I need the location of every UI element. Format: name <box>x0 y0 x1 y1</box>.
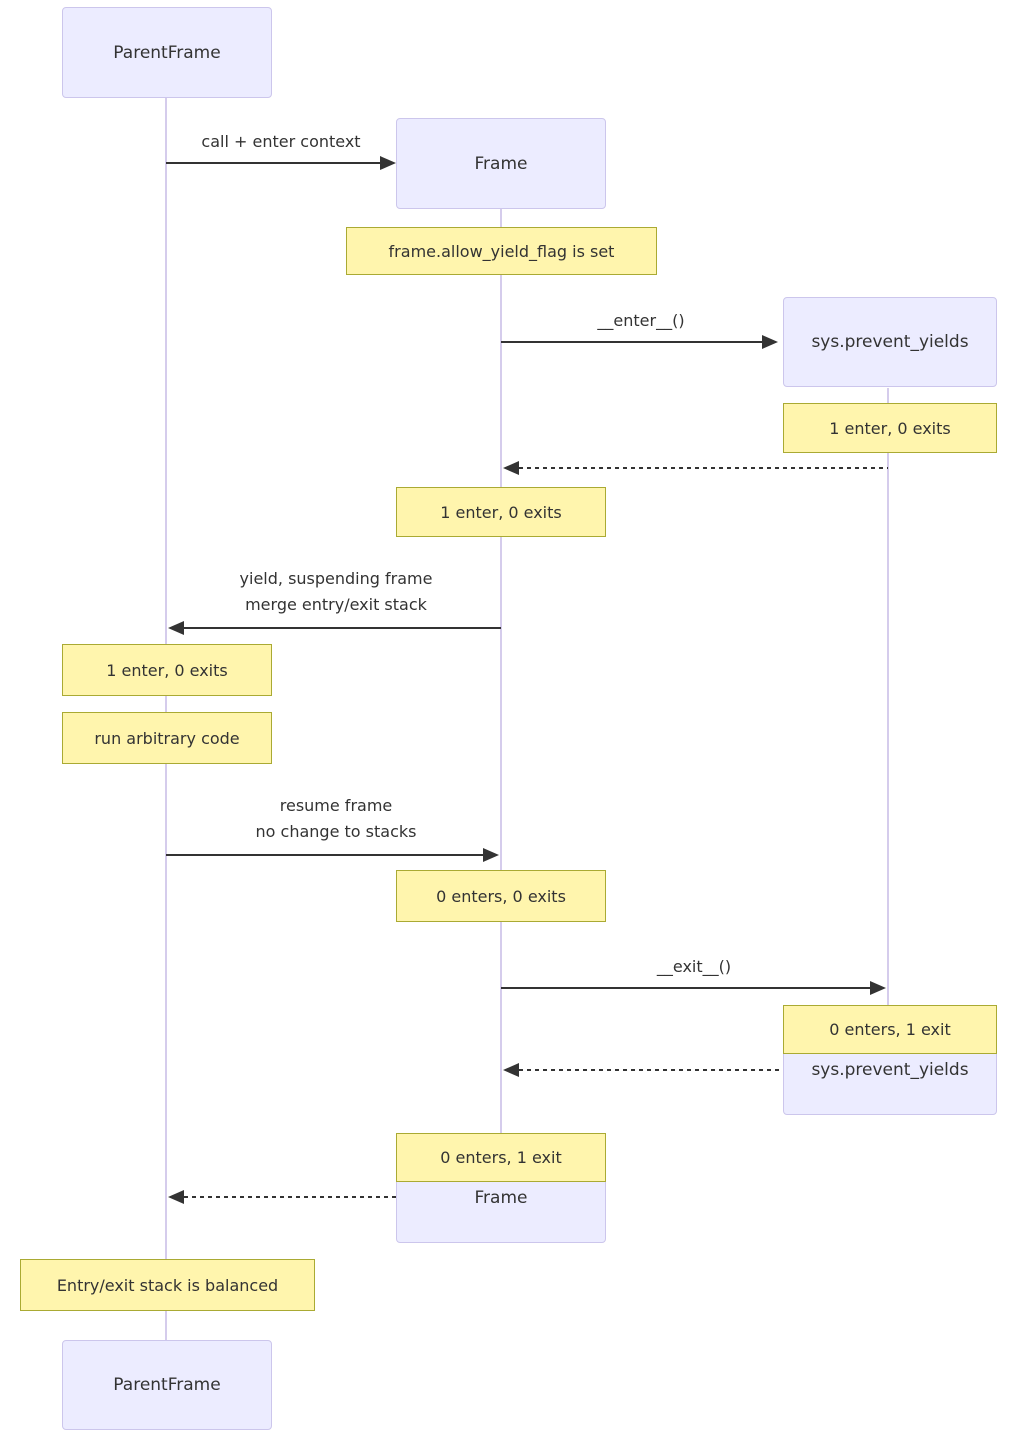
message-yield: yield, suspending frame merge entry/exit… <box>240 566 433 618</box>
note-sys-after-exit: 0 enters, 1 exit <box>783 1005 997 1054</box>
message-resume-line2: no change to stacks <box>255 822 417 841</box>
arrow-yield <box>184 627 501 629</box>
note-frame-after-exit: 0 enters, 1 exit <box>396 1133 606 1182</box>
note-frame-after-resume: 0 enters, 0 exits <box>396 870 606 922</box>
lifeline-sys-prevent-yields <box>887 388 889 1115</box>
arrow-resume <box>166 854 483 856</box>
arrow-enter <box>501 341 762 343</box>
arrow-call-enter-context <box>166 162 380 164</box>
lifeline-frame <box>500 209 502 1243</box>
note-frame-after-enter: 1 enter, 0 exits <box>396 487 606 537</box>
note-sys-after-enter: 1 enter, 0 exits <box>783 403 997 453</box>
arrow-return-to-parent <box>184 1196 501 1198</box>
actor-sys-prevent-yields-top: sys.prevent_yields <box>783 297 997 387</box>
note-allow-yield-flag: frame.allow_yield_flag is set <box>346 227 657 275</box>
message-call-enter-context: call + enter context <box>201 132 361 151</box>
note-run-arbitrary-code: run arbitrary code <box>62 712 272 764</box>
arrowhead-right-icon <box>483 848 499 862</box>
actor-parentframe-top: ParentFrame <box>62 7 272 98</box>
arrowhead-right-icon <box>762 335 778 349</box>
arrowhead-right-icon <box>380 156 396 170</box>
message-enter: __enter__() <box>597 311 685 330</box>
arrowhead-left-icon <box>168 1190 184 1204</box>
message-resume-line1: resume frame <box>279 796 393 815</box>
arrow-return-after-exit <box>519 1069 888 1071</box>
arrowhead-left-icon <box>503 1063 519 1077</box>
note-balanced: Entry/exit stack is balanced <box>20 1259 315 1311</box>
message-resume: resume frame no change to stacks <box>256 793 417 845</box>
note-parent-after-yield: 1 enter, 0 exits <box>62 644 272 696</box>
message-exit: __exit__() <box>656 957 732 976</box>
arrowhead-left-icon <box>168 621 184 635</box>
actor-parentframe-bottom: ParentFrame <box>62 1340 272 1430</box>
message-yield-line1: yield, suspending frame <box>239 569 433 588</box>
arrowhead-right-icon <box>870 981 886 995</box>
arrowhead-left-icon <box>503 461 519 475</box>
arrow-exit <box>501 987 870 989</box>
arrow-return-after-enter <box>519 467 888 469</box>
message-yield-line2: merge entry/exit stack <box>245 595 427 614</box>
actor-frame-top: Frame <box>396 118 606 209</box>
